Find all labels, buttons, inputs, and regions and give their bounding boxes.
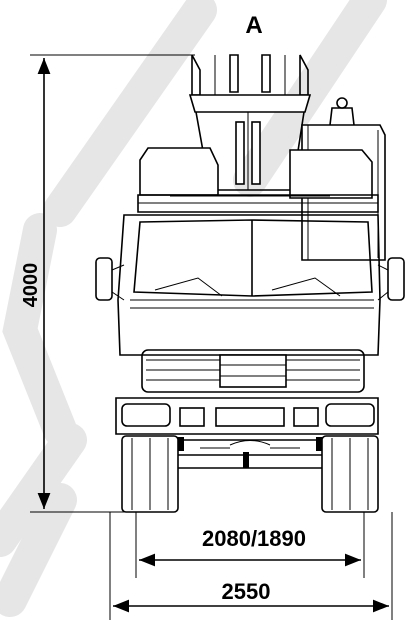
watermark bbox=[0, 0, 387, 617]
axle bbox=[150, 437, 350, 469]
radiator-grille bbox=[141, 349, 365, 393]
height-dimension: 4000 bbox=[20, 54, 195, 513]
track-dimension: 2080/1890 bbox=[135, 512, 365, 578]
width-dimension: 2550 bbox=[109, 512, 393, 620]
cab-body bbox=[117, 214, 381, 356]
width-dim-label: 2550 bbox=[222, 579, 271, 604]
front-bumper bbox=[115, 397, 379, 435]
track-dim-label: 2080/1890 bbox=[202, 526, 306, 551]
height-dim-label: 4000 bbox=[20, 263, 42, 308]
side-mirrors bbox=[95, 257, 405, 301]
wheels bbox=[121, 435, 379, 513]
view-label: A bbox=[245, 12, 262, 39]
cab-roof bbox=[137, 147, 379, 213]
